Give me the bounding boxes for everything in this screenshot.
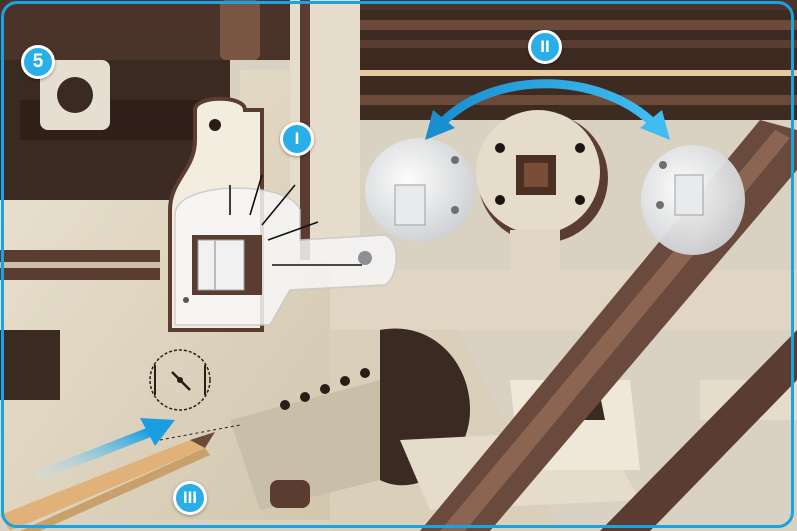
callout-badge-three: III: [173, 481, 207, 515]
cylinder-right: [641, 145, 745, 255]
callout-badge-one: I: [280, 122, 314, 156]
step-number-badge: 5: [21, 45, 55, 79]
wooden-rod: [360, 70, 797, 76]
callout-badge-two: II: [528, 30, 562, 64]
small-peg: [270, 480, 310, 508]
cylinder-left: [365, 138, 475, 242]
